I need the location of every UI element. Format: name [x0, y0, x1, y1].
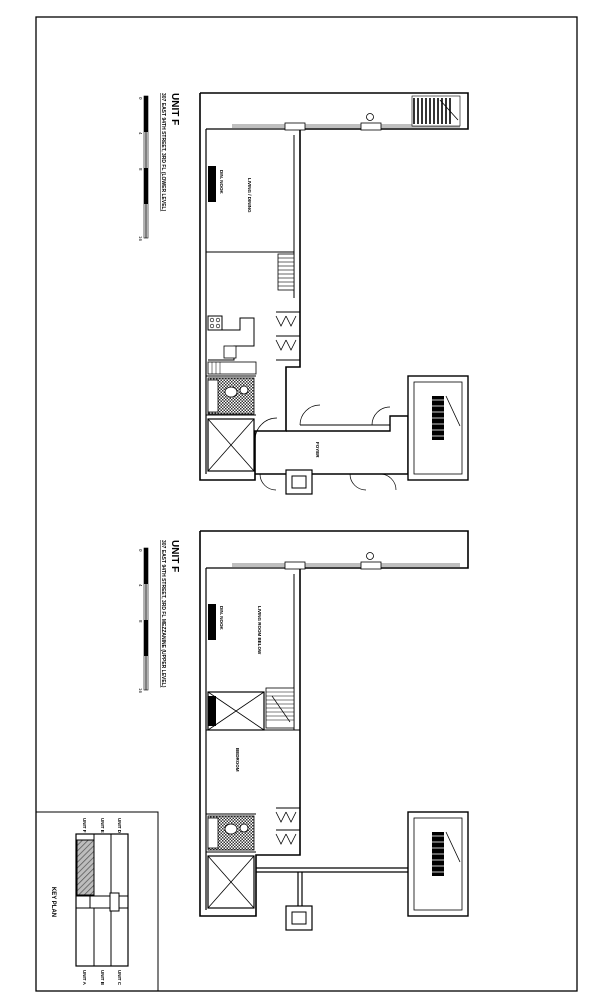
- bathroom: [207, 815, 255, 851]
- trash-chute: [285, 905, 313, 931]
- bathroom: [207, 377, 255, 415]
- room-label: BEDROOM: [235, 748, 240, 772]
- interior-stair: [277, 253, 295, 291]
- scale-label: 16: [138, 236, 143, 242]
- kitchen: [207, 315, 257, 375]
- key-plan-label-top: UNIT E: [100, 818, 105, 833]
- corridor: [256, 867, 412, 906]
- open-to-below: [207, 691, 265, 731]
- elevator: [207, 418, 255, 472]
- counter: [208, 604, 216, 640]
- window-band: [232, 552, 460, 570]
- room-label: LIVING ROOM BELOW: [257, 606, 262, 655]
- scale-label: 4: [138, 584, 143, 587]
- plan-title: UNIT F: [169, 540, 180, 572]
- key-plan-label-top: UNIT D: [117, 818, 122, 834]
- corridor: FOYER: [254, 404, 429, 491]
- interior-stair: [265, 687, 295, 729]
- key-plan-label-top: UNIT F: [82, 818, 87, 833]
- key-plan-frame: [35, 811, 159, 992]
- elevator: [207, 855, 255, 909]
- exterior-wall: [199, 92, 469, 481]
- key-plan-core: [109, 892, 120, 912]
- key-plan-title: KEY PLAN: [50, 887, 56, 917]
- stair-upper-right: [411, 95, 461, 127]
- scale-label: 16: [138, 688, 143, 694]
- key-plan-label-bottom: UNIT A: [82, 970, 87, 986]
- closet-doors: [275, 807, 300, 845]
- plan-title: UNIT F: [169, 93, 180, 125]
- key-plan-label-bottom: UNIT B: [100, 970, 105, 986]
- key-plan-building: [75, 833, 129, 967]
- scale-label: 0: [138, 549, 143, 552]
- plan-subtitle: 307 EAST 94TH STREET, 3RD FL MEZZANINE (…: [160, 540, 166, 688]
- plan-lower-level: UNIT F 307 EAST 94TH STREET, 3RD FL (LOW…: [138, 92, 469, 495]
- key-plan-core: [89, 895, 111, 909]
- plan-subtitle: 307 EAST 94TH STREET, 3RD FL (LOWER LEVE…: [160, 93, 166, 212]
- room-label: LIVING / DINING: [247, 178, 252, 213]
- sheet-border: [35, 16, 578, 992]
- closet-doors: [275, 311, 300, 361]
- scale-label: 8: [138, 168, 143, 171]
- key-plan-label-bottom: UNIT C: [117, 970, 122, 986]
- trash-chute: [285, 469, 313, 495]
- scale-bar: 0 4 8 16: [138, 95, 149, 242]
- plan-upper-level: UNIT F 307 EAST 94TH STREET, 3RD FL MEZZ…: [138, 530, 469, 931]
- scale-label: 4: [138, 132, 143, 135]
- exterior-wall: [199, 530, 469, 917]
- exit-stair: [407, 375, 469, 481]
- room-label: DIN. NOOK: [219, 606, 224, 631]
- scale-label: 0: [138, 97, 143, 100]
- key-plan-highlight-unit: [76, 839, 95, 896]
- counter: [208, 166, 216, 202]
- exit-stair: [407, 811, 469, 917]
- scale-label: 8: [138, 620, 143, 623]
- scale-bar: 0 4 8 16: [138, 547, 149, 694]
- room-label: FOYER: [315, 442, 320, 458]
- key-plan: KEY PLAN UNIT F UNIT E UNIT D UNIT A UNI…: [35, 811, 159, 992]
- room-label: DIN. NOOK: [219, 170, 224, 195]
